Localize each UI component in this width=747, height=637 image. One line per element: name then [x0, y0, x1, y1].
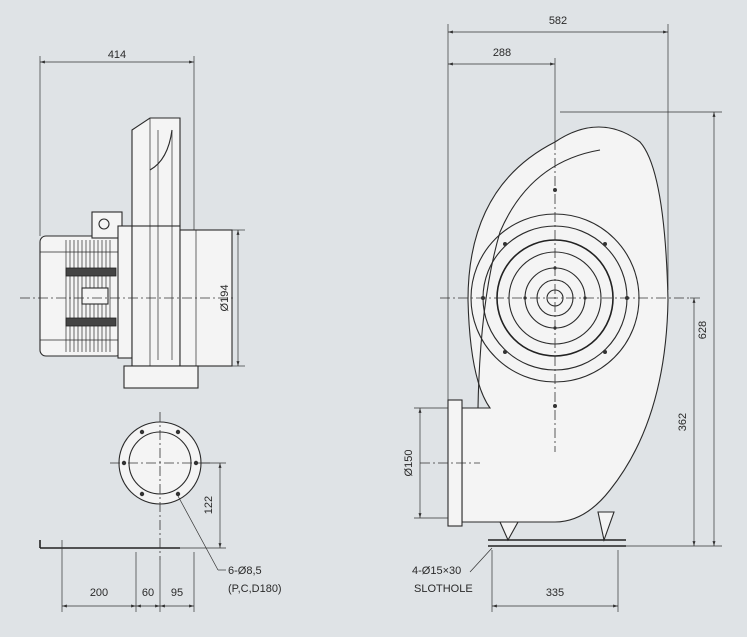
- motor-nameplate: [81, 287, 109, 305]
- dim-base-c: 95: [171, 587, 183, 599]
- casing-body: [131, 225, 181, 367]
- outlet-bolt-holes: [121, 429, 199, 497]
- foot-right: [597, 511, 615, 543]
- dim-foot-span: 335: [546, 587, 564, 599]
- front-view: 582 288 628 362 Ø150 335 4-Ø15×30 SLOTHO…: [403, 15, 722, 612]
- casing-top: [131, 117, 181, 227]
- dim-overall-width: 414: [108, 49, 126, 61]
- dim-outlet-center-height: 122: [203, 496, 215, 514]
- dim-base-a: 200: [90, 587, 108, 599]
- outlet-neck: [123, 365, 199, 389]
- dim-axis-height: 362: [677, 413, 689, 431]
- leader-slot-holes: [469, 547, 493, 573]
- dim-inlet-dia: Ø194: [219, 285, 231, 312]
- note-bolt-holes: 6-Ø8,5: [228, 565, 262, 577]
- side-view: 414 Ø194 122 200 60 95 6-Ø8,5 (P,C,D180): [20, 49, 282, 612]
- leader-bolt-holes: [177, 495, 219, 571]
- dim-axis-offset: 288: [493, 47, 511, 59]
- volute-inner-line: [477, 149, 601, 409]
- dim-front-overall-width: 582: [549, 15, 567, 27]
- motor-fin-block: [65, 267, 117, 277]
- note-slot-label: SLOTHOLE: [414, 583, 473, 595]
- dim-front-overall-height: 628: [697, 321, 709, 339]
- motor-fin-block: [65, 317, 117, 327]
- foot-left: [499, 521, 519, 542]
- dim-outlet-dia: Ø150: [403, 450, 415, 477]
- dim-base-b: 60: [142, 587, 154, 599]
- volute-casing: [461, 126, 669, 523]
- note-pcd: (P,C,D180): [228, 583, 282, 595]
- terminal-box: [91, 211, 123, 239]
- cable-gland: [98, 218, 110, 230]
- motor-flange: [117, 225, 133, 359]
- note-slot-holes: 4-Ø15×30: [412, 565, 461, 577]
